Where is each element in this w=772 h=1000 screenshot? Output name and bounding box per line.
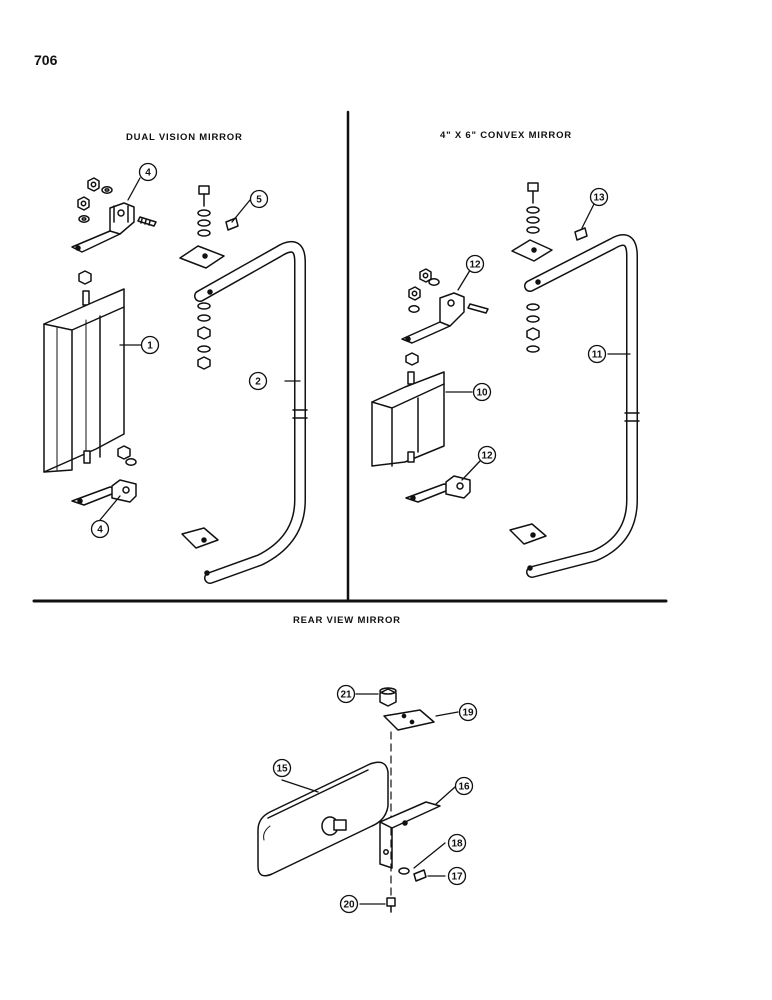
small-bolt-icon [225,217,239,231]
callout-label: 11 [592,350,603,361]
hex-nut-icon [379,687,397,707]
callout-marker: 11 [587,344,607,364]
mirror-support-tube-icon [194,240,308,584]
callout-label: 12 [481,451,493,462]
mounting-plate-icon [383,709,435,731]
callout-marker: 12 [465,254,485,274]
screw-icon [386,897,396,913]
mounting-plate-upper-icon [511,239,553,262]
dual-vision-mirror-head-icon [43,270,137,473]
callout-marker: 1 [140,335,160,355]
callout-marker: 10 [472,382,492,402]
hex-nut-icon [87,177,100,192]
rear-view-mirror-head-icon [257,761,389,877]
callout-label: 4 [97,525,103,536]
callout-label: 20 [343,900,355,911]
callout-marker: 17 [447,866,467,886]
page-number: 706 [34,52,58,68]
callout-marker: 5 [249,189,269,209]
mirror-support-tube-icon [524,234,640,578]
lock-washer-icon [428,278,440,286]
convex-mirror-head-icon [371,352,445,467]
section-title-rear-view-mirror: REAR VIEW MIRROR [293,615,401,626]
rear-view-mirror-group [257,687,441,913]
callout-marker: 16 [454,776,474,796]
callout-label: 12 [469,260,481,271]
callout-marker: 18 [447,833,467,853]
mirror-bracket-lower-icon [405,475,471,503]
callout-label: 17 [451,872,463,883]
section-title-convex-mirror: 4" X 6" CONVEX MIRROR [440,130,572,141]
section-title-dual-vision-mirror: DUAL VISION MIRROR [126,132,243,143]
callout-label: 5 [256,195,262,206]
lock-washer-icon [78,215,90,223]
washer-icon [398,867,410,875]
callout-label: 10 [476,388,488,399]
mounting-plate-lower-icon [509,523,547,545]
bolt-icon [467,303,489,314]
mounting-plate-lower-icon [181,527,219,549]
callout-label: 13 [593,193,605,204]
callout-label: 15 [276,764,288,775]
callout-marker: 13 [589,187,609,207]
screw-icon [413,869,427,882]
mirror-bracket-upper-icon [401,292,465,344]
callout-label: 16 [458,782,470,793]
bolt-stack-icon [526,182,540,353]
callout-label: 19 [462,708,474,719]
callout-marker: 4 [138,162,158,182]
convex-mirror-group [371,182,640,578]
callouts: 4 5 1 2 4 13 12 10 11 12 21 19 15 16 18 … [90,162,631,914]
mounting-plate-upper-icon [179,245,225,269]
bolt-icon [137,216,157,227]
hex-nut-icon [77,196,90,211]
rear-mirror-bracket-icon [379,801,441,869]
callout-label: 1 [147,341,153,352]
callout-marker: 2 [248,371,268,391]
mirror-bracket-lower-icon [71,479,137,506]
callout-marker: 4 [90,519,110,539]
callout-label: 18 [451,839,463,850]
small-bolt-icon [574,227,588,241]
mirror-bracket-upper-icon [71,202,135,253]
callout-marker: 12 [477,445,497,465]
callout-marker: 19 [458,702,478,722]
callout-label: 4 [145,168,151,179]
lock-washer-icon [408,305,420,313]
callout-marker: 20 [339,894,359,914]
hex-nut-icon [408,286,421,301]
callout-marker: 21 [336,684,356,704]
lock-washer-icon [101,186,113,194]
callout-label: 2 [255,377,261,388]
dual-vision-mirror-group [43,177,308,584]
bolt-stack-icon [197,185,211,370]
callout-label: 21 [340,690,352,701]
callout-marker: 15 [272,758,292,778]
